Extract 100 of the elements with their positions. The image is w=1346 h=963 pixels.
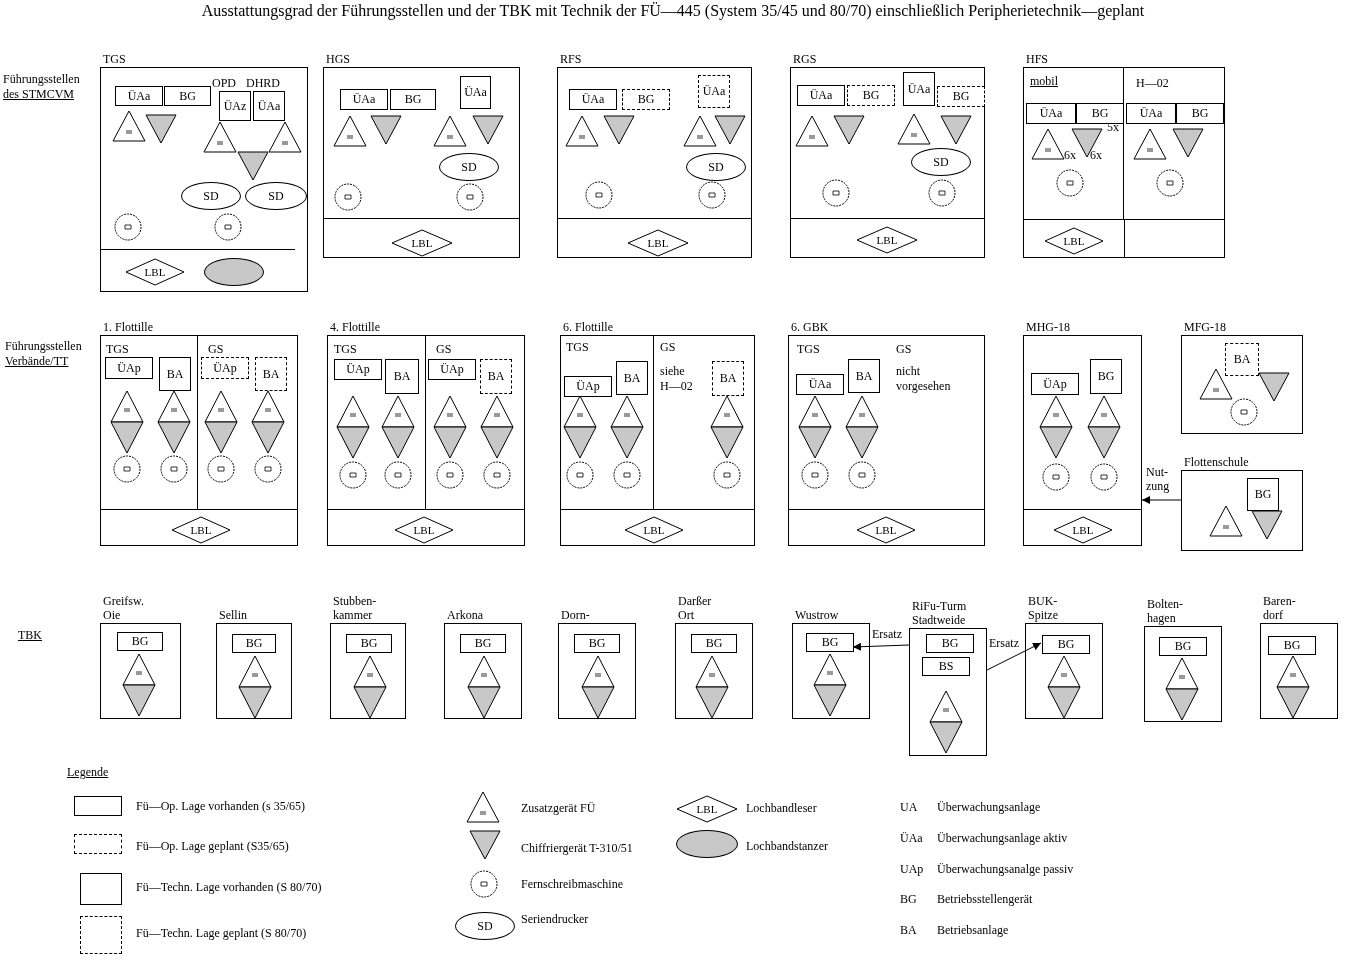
- box-heading: RGS: [793, 52, 817, 66]
- device-box: BA: [616, 361, 648, 395]
- reader-diamond: LBL: [624, 516, 684, 544]
- arrow: [1141, 496, 1182, 504]
- device-box: ÜAa: [253, 91, 285, 121]
- device-box: BG: [232, 634, 276, 653]
- section-heading: TGS: [106, 342, 129, 357]
- device-box: ÜAa: [115, 86, 163, 106]
- device-box: BG: [1159, 637, 1207, 656]
- device-box: BG: [1176, 103, 1224, 124]
- diagram-title: Ausstattungsgrad der Führungsstellen und der TBK mit Technik der FÜ—445 (System 35/45 und 80/70) einschließlich Peripherietechnik—geplant: [200, 2, 1146, 20]
- device-box: ÜAp: [564, 376, 612, 397]
- device-box: BG: [1042, 635, 1090, 654]
- device-box: ÜAp: [105, 357, 153, 379]
- reader-diamond: LBL: [394, 516, 454, 544]
- note-text: Überwachungsanalge passiv: [937, 862, 1074, 876]
- device-box: BA: [480, 359, 512, 394]
- box-heading: HFS: [1026, 52, 1048, 66]
- edge-label: Ersatz: [989, 636, 1019, 650]
- reader-diamond: LBL: [391, 229, 453, 257]
- note-text: Führungsstellen: [5, 339, 82, 353]
- device-box: ÜAa: [903, 72, 935, 106]
- box-heading: Bolten- hagen: [1147, 597, 1184, 625]
- box-heading: HGS: [326, 52, 350, 66]
- box-heading: MHG-18: [1026, 320, 1070, 334]
- device-box: BS: [922, 657, 970, 676]
- printer-ellipse: SD: [911, 148, 971, 176]
- printer-ellipse: SD: [181, 182, 241, 210]
- side-label: OPD: [212, 77, 236, 90]
- legend-text: Chiffriergerät T-310/51: [521, 841, 633, 855]
- reader-diamond: LBL: [171, 516, 231, 544]
- device-box: BG: [847, 85, 895, 106]
- box-heading: Flottenschule: [1184, 455, 1249, 469]
- section-heading: GS: [660, 340, 676, 355]
- note-text: UA: [900, 800, 918, 814]
- device-box: ÜAa: [569, 89, 617, 110]
- note-text: Überwachungsanlage aktiv: [937, 831, 1068, 845]
- box-heading: Darßer Ort: [678, 594, 713, 622]
- printer-ellipse: SD: [245, 182, 307, 210]
- box-heading: 6. Flottille: [563, 320, 613, 334]
- device-box: BA: [255, 357, 287, 391]
- legend-text: Zusatzgerät FÜ: [521, 801, 596, 815]
- device-box: ÜAa: [698, 75, 730, 108]
- device-box: ÜAa: [797, 85, 845, 106]
- section-heading: GS: [208, 342, 224, 357]
- device-box: BG: [574, 634, 620, 653]
- device-box: BG: [1247, 478, 1279, 511]
- legend-text: Fü—Techn. Lage vorhanden (S 80/70): [136, 880, 322, 894]
- note-text: BA: [900, 923, 917, 937]
- device-box: BA: [848, 359, 880, 393]
- box-heading: 1. Flottille: [103, 320, 153, 334]
- printer-ellipse: SD: [686, 153, 746, 181]
- box-heading: BUK- Spitze: [1028, 594, 1059, 622]
- device-box: ÜAa: [1026, 103, 1076, 124]
- device-box: BG: [622, 89, 670, 110]
- device-box: BA: [1225, 343, 1259, 376]
- arrow: [852, 642, 910, 651]
- note-text: TBK: [18, 628, 42, 642]
- device-box: ÜAa: [1126, 103, 1176, 124]
- device-box: BG: [806, 633, 854, 652]
- device-box: BG: [1268, 636, 1316, 655]
- device-box: BG: [691, 634, 737, 653]
- box-heading: RFS: [560, 52, 582, 66]
- punch-ellipse: [204, 258, 264, 286]
- reader-diamond: LBL: [856, 226, 918, 254]
- side-label: DHRD: [246, 77, 280, 90]
- note-text: Betriebsstellengerät: [937, 892, 1033, 906]
- note-text: Verbände/TT: [5, 354, 69, 368]
- legend-text: Fü—Techn. Lage geplant (S 80/70): [136, 926, 307, 940]
- box-heading: Wustrow: [795, 608, 839, 622]
- box-heading: RiFu-Turm Stadtweide: [912, 599, 968, 627]
- legend-text: Lochbandleser: [746, 801, 817, 815]
- section-heading: mobil: [1030, 74, 1058, 89]
- device-box: ÜAa: [460, 76, 491, 109]
- reader-diamond: LBL: [125, 258, 185, 286]
- box-heading: Sellin: [219, 608, 247, 622]
- device-box: BG: [1076, 103, 1124, 124]
- box-text: TGS: [797, 342, 820, 357]
- box-heading: 4. Flottille: [330, 320, 380, 334]
- device-box: BA: [385, 359, 419, 394]
- box-heading: Baren- dorf: [1263, 594, 1297, 622]
- device-box: BG: [926, 634, 974, 653]
- legend-sample-diamond: LBL: [676, 795, 738, 823]
- section-heading: GS: [436, 342, 452, 357]
- note-text: 6x: [1064, 148, 1076, 162]
- section-heading: siehe H—02: [660, 364, 694, 394]
- note-text: 6x: [1090, 148, 1102, 162]
- device-box: ÜAp: [428, 359, 476, 380]
- box-text: GS: [896, 342, 912, 357]
- note-text: Legende: [67, 765, 109, 779]
- section-heading: TGS: [566, 340, 589, 355]
- box-heading: Greifsw. Oie: [103, 594, 145, 622]
- device-box: BA: [159, 357, 191, 391]
- reader-diamond: LBL: [856, 516, 916, 544]
- device-box: ÜAa: [340, 89, 388, 110]
- note-text: Führungsstellen: [3, 72, 80, 86]
- box-heading: Dorn-: [561, 608, 590, 622]
- device-box: BG: [460, 634, 506, 653]
- device-box: ÜAa: [796, 374, 844, 395]
- device-box: BG: [390, 89, 436, 110]
